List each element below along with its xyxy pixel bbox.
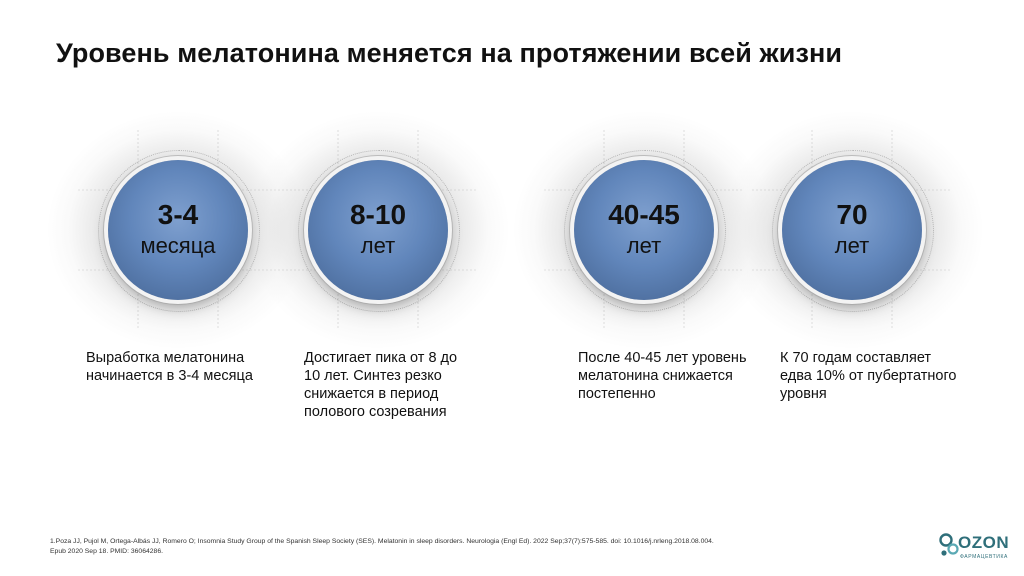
stage-unit: месяца [140, 233, 216, 258]
dotted-ring [772, 150, 934, 312]
page-title: Уровень мелатонина меняется на протяжени… [56, 38, 843, 68]
stage-description: Выработка мелатонина начинается в 3-4 ме… [86, 350, 253, 384]
stage-circle: 40-45 лет [514, 112, 774, 348]
stage-value: 8-10 [349, 199, 407, 230]
logo-mark-icon [939, 533, 959, 556]
stage-unit: лет [626, 233, 662, 258]
timeline: 3-4 месяца 8-10 лет 40-45 лет [0, 112, 1024, 348]
stage-circle: 8-10 лет [248, 112, 508, 348]
stage-value: 40-45 [608, 199, 680, 230]
citation-footnote: 1.Poza JJ, Pujol M, Ortega-Albás JJ, Rom… [50, 538, 714, 555]
stage-value: 70 [836, 199, 868, 230]
value-disc: 40-45 лет [574, 160, 714, 300]
logo-wordmark: OZON [958, 533, 1010, 552]
value-disc: 3-4 месяца [108, 160, 248, 300]
stage-description: К 70 годам составляет едва 10% от пуберт… [780, 350, 957, 402]
value-disc: 70 лет [782, 160, 922, 300]
dotted-ring [298, 150, 460, 312]
value-disc: 8-10 лет [308, 160, 448, 300]
stage-unit: лет [360, 233, 396, 258]
stage-value: 3-4 [157, 199, 199, 230]
company-logo: OZON ФАРМАЦЕВТИКА [938, 530, 1018, 570]
logo-subtitle: ФАРМАЦЕВТИКА [960, 554, 1008, 560]
stage-circle: 70 лет [722, 112, 982, 348]
stage-unit: лет [834, 233, 870, 258]
stage-description: Достигает пика от 8 до 10 лет. Синтез ре… [304, 350, 458, 420]
stage-description: После 40-45 лет уровень мелатонина снижа… [578, 350, 747, 402]
